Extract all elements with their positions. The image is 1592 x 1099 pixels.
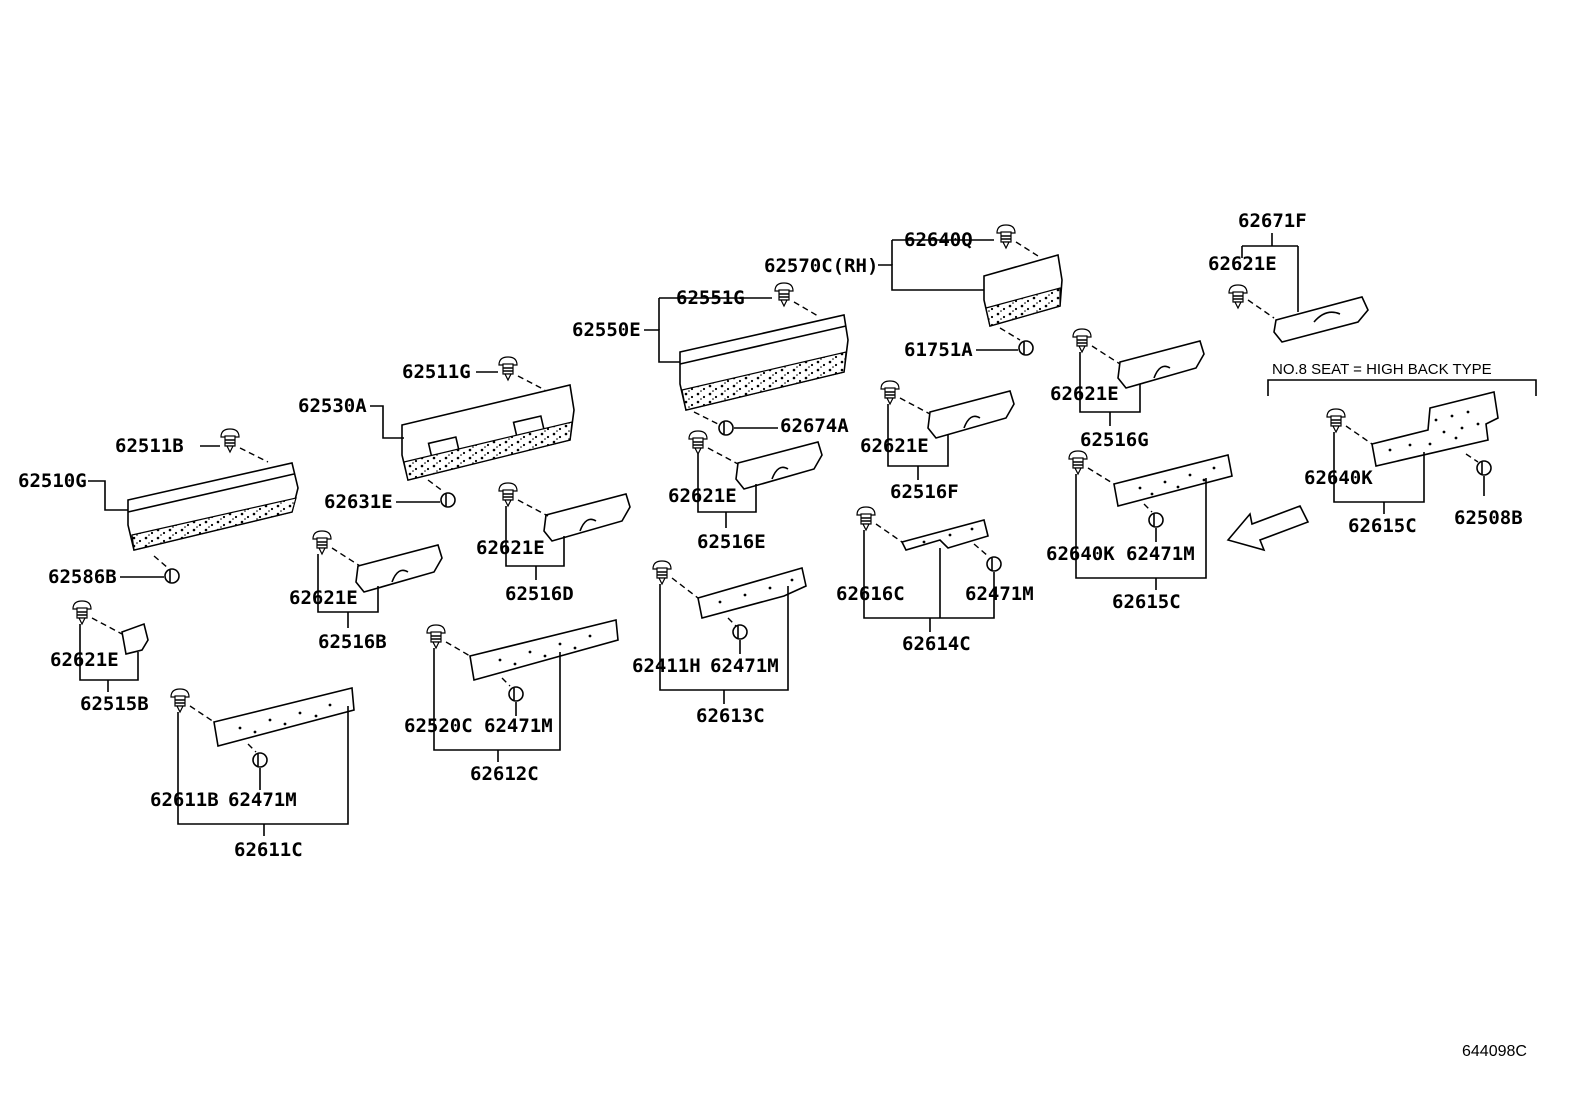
label-62550e: 62550E xyxy=(572,319,641,341)
plug-icon xyxy=(440,492,456,508)
plug-icon xyxy=(986,556,1002,572)
label-62511g: 62511G xyxy=(402,361,471,383)
part-62520c-panel[interactable] xyxy=(469,619,619,682)
clip-icon xyxy=(856,506,876,531)
seat-note: NO.8 SEAT = HIGH BACK TYPE xyxy=(1272,361,1492,378)
clip-icon xyxy=(220,428,240,453)
clip-icon xyxy=(1072,328,1092,353)
label-62516d: 62516D xyxy=(505,583,574,605)
label-62471m-a: 62471M xyxy=(228,789,297,811)
label-62621e-a: 62621E xyxy=(1208,253,1277,275)
drawing-code: 644098C xyxy=(1462,1043,1527,1060)
plug-icon xyxy=(252,752,268,768)
plug-icon xyxy=(164,568,180,584)
label-62516e: 62516E xyxy=(697,531,766,553)
clip-icon xyxy=(652,560,672,585)
part-62516d-bracket[interactable] xyxy=(543,493,631,542)
clip-icon xyxy=(498,356,518,381)
label-62520c: 62520C xyxy=(404,715,473,737)
label-62508b: 62508B xyxy=(1454,507,1523,529)
part-62615c-high-back-panel[interactable] xyxy=(1371,391,1499,467)
clip-icon xyxy=(72,600,92,625)
clip-icon xyxy=(996,224,1016,249)
clip-icon xyxy=(1228,284,1248,309)
label-62530a: 62530A xyxy=(298,395,367,417)
label-62640k-b: 62640K xyxy=(1304,467,1373,489)
label-62615c-a: 62615C xyxy=(1112,591,1181,613)
clip-icon xyxy=(170,688,190,713)
clip-icon xyxy=(774,282,794,307)
part-62516b-bracket[interactable] xyxy=(355,544,443,593)
label-62674a: 62674A xyxy=(780,415,849,437)
label-62611c: 62611C xyxy=(234,839,303,861)
label-62621e-b: 62621E xyxy=(289,587,358,609)
label-62515b: 62515B xyxy=(80,693,149,715)
plug-icon xyxy=(508,686,524,702)
clip-icon xyxy=(1068,450,1088,475)
label-62516g: 62516G xyxy=(1080,429,1149,451)
label-62671f: 62671F xyxy=(1238,210,1307,232)
part-62611b-panel[interactable] xyxy=(213,687,355,747)
plug-icon xyxy=(1148,512,1164,528)
part-62516e-bracket[interactable] xyxy=(735,441,823,490)
part-62671f-bracket[interactable] xyxy=(1273,296,1369,343)
label-62615c-b: 62615C xyxy=(1348,515,1417,537)
part-62515b-plate[interactable] xyxy=(121,622,149,655)
part-62411h-panel[interactable] xyxy=(697,566,807,619)
clip-icon xyxy=(312,530,332,555)
label-62510g: 62510G xyxy=(18,470,87,492)
label-62516b: 62516B xyxy=(318,631,387,653)
clip-icon xyxy=(880,380,900,405)
label-62471m-b: 62471M xyxy=(484,715,553,737)
label-62614c: 62614C xyxy=(902,633,971,655)
label-62471m-e: 62471M xyxy=(1126,543,1195,565)
part-62516g-bracket[interactable] xyxy=(1117,340,1205,389)
part-62570c-rh-trim[interactable] xyxy=(983,253,1063,328)
label-62631e: 62631E xyxy=(324,491,393,513)
label-62611b: 62611B xyxy=(150,789,219,811)
label-62613c: 62613C xyxy=(696,705,765,727)
clip-icon xyxy=(426,624,446,649)
clip-icon xyxy=(688,430,708,455)
plug-icon xyxy=(732,624,748,640)
part-62616c-panel[interactable] xyxy=(900,519,989,551)
leader-62510g xyxy=(88,480,128,511)
part-62550e-trim[interactable] xyxy=(679,314,849,411)
label-62516f: 62516F xyxy=(890,481,959,503)
part-62516f-bracket[interactable] xyxy=(927,390,1015,439)
part-62640k-panel[interactable] xyxy=(1113,454,1233,507)
label-62471m-c: 62471M xyxy=(710,655,779,677)
label-62471m-d: 62471M xyxy=(965,583,1034,605)
label-62640k-a: 62640K xyxy=(1046,543,1115,565)
label-62511b: 62511B xyxy=(115,435,184,457)
part-62510g-trim[interactable] xyxy=(127,462,299,551)
arrow-icon xyxy=(1226,504,1310,552)
label-62570c-rh: 62570C(RH) xyxy=(764,255,878,277)
part-62530a-trim[interactable] xyxy=(401,384,575,481)
label-62621e-e: 62621E xyxy=(860,435,929,457)
clip-icon xyxy=(1326,408,1346,433)
note-bracket xyxy=(1267,379,1537,396)
plug-icon xyxy=(718,420,734,436)
label-61751a: 61751A xyxy=(904,339,973,361)
label-62621e-g: 62621E xyxy=(50,649,119,671)
label-62586b: 62586B xyxy=(48,566,117,588)
clip-icon xyxy=(498,482,518,507)
label-62621e-d: 62621E xyxy=(668,485,737,507)
label-62621e-f: 62621E xyxy=(1050,383,1119,405)
plug-icon xyxy=(1476,460,1492,476)
label-62411h: 62411H xyxy=(632,655,701,677)
label-62612c: 62612C xyxy=(470,763,539,785)
plug-icon xyxy=(1018,340,1034,356)
label-62616c: 62616C xyxy=(836,583,905,605)
label-62621e-c: 62621E xyxy=(476,537,545,559)
